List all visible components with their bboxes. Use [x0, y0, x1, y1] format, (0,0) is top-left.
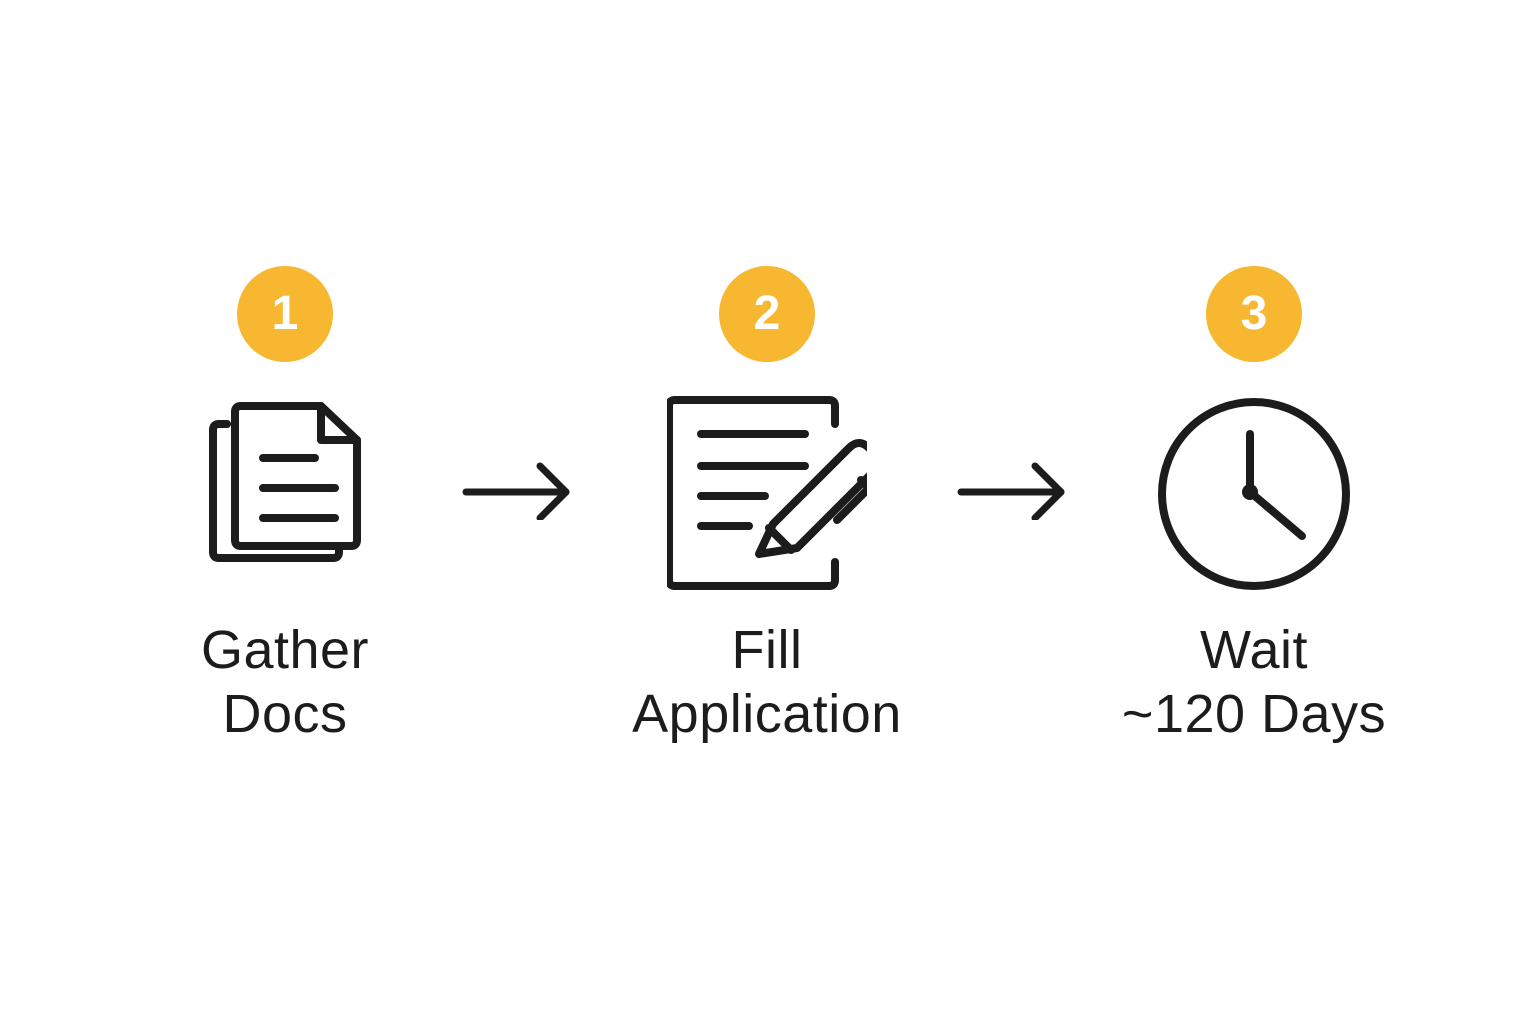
form-with-pen-icon [667, 394, 867, 594]
step-label: Wait ~120 Days [1054, 618, 1454, 746]
step-label-line-1: Fill [731, 620, 803, 680]
step-label: Fill Application [567, 618, 967, 746]
step-label: Gather Docs [85, 618, 485, 746]
documents-icon [185, 394, 385, 594]
step-label-line-1: Wait [1200, 620, 1308, 680]
arrow-right-icon [460, 460, 580, 520]
clock-icon [1154, 394, 1354, 594]
step-gather-docs: 1 Gather Docs [85, 266, 485, 766]
step-label-line-2: Docs [222, 684, 348, 744]
arrow-right-icon [955, 460, 1075, 520]
step-fill-application: 2 Fill Application [567, 266, 967, 766]
step-number-badge: 3 [1206, 266, 1302, 362]
step-label-line-1: Gather [200, 620, 370, 680]
step-label-line-2: Application [632, 684, 902, 744]
step-wait: 3 Wait ~120 Days [1054, 266, 1454, 766]
step-label-line-2: ~120 Days [1121, 684, 1387, 744]
step-number-badge: 1 [237, 266, 333, 362]
step-number-badge: 2 [719, 266, 815, 362]
